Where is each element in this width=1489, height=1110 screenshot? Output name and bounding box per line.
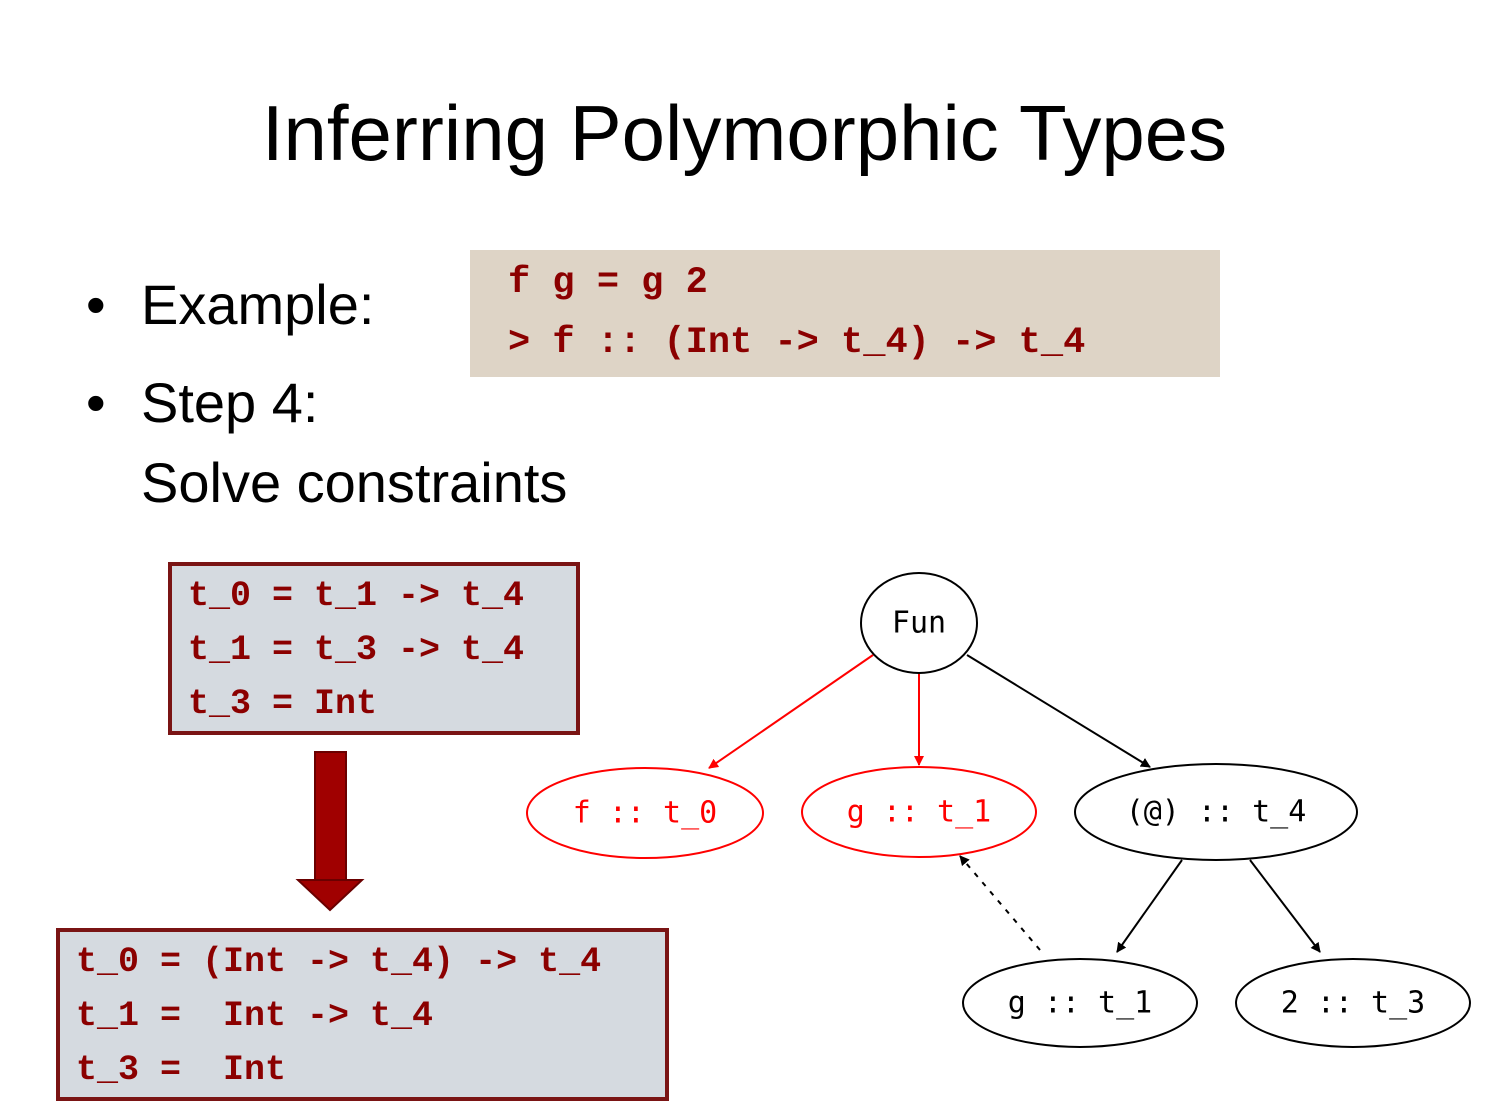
svg-text:f :: t_0: f :: t_0 xyxy=(573,796,718,831)
node-g: g :: t_1 xyxy=(801,766,1037,858)
edge-fun-f xyxy=(708,654,874,769)
node-app: (@) :: t_4 xyxy=(1074,763,1358,861)
edge-app-two xyxy=(1249,859,1321,953)
constraint-line: t_3 = Int xyxy=(76,1050,287,1090)
svg-text:Fun: Fun xyxy=(892,606,946,641)
svg-text:g :: t_1: g :: t_1 xyxy=(847,795,992,830)
bullet-label: Example: xyxy=(141,273,375,336)
constraint-line: t_1 = t_3 -> t_4 xyxy=(188,630,525,670)
bullet-example: •Example: xyxy=(86,273,375,336)
constraint-line: t_0 = (Int -> t_4) -> t_4 xyxy=(76,942,602,982)
node-f: f :: t_0 xyxy=(526,767,764,859)
constraint-line: t_1 = Int -> t_4 xyxy=(76,996,434,1036)
svg-text:(@) :: t_4: (@) :: t_4 xyxy=(1126,795,1307,830)
edge-g-binding-dashed xyxy=(959,855,1041,951)
example-code-box: f g = g 2 > f :: (Int -> t_4) -> t_4 xyxy=(470,250,1220,377)
constraint-line: t_3 = Int xyxy=(188,684,378,724)
constraints-before-box: t_0 = t_1 -> t_4 t_1 = t_3 -> t_4 t_3 = … xyxy=(168,562,580,735)
constraints-after-box: t_0 = (Int -> t_4) -> t_4 t_1 = Int -> t… xyxy=(56,928,669,1101)
constraint-line: t_0 = t_1 -> t_4 xyxy=(188,576,525,616)
svg-text:2 :: t_3: 2 :: t_3 xyxy=(1281,986,1426,1021)
node-fun: Fun xyxy=(860,572,978,674)
edge-fun-app xyxy=(966,654,1151,768)
svg-text:g :: t_1: g :: t_1 xyxy=(1008,986,1153,1021)
down-arrow-icon xyxy=(295,751,365,912)
node-g-arg: g :: t_1 xyxy=(962,958,1198,1048)
bullet-step4-subtext: Solve constraints xyxy=(141,451,568,514)
edge-app-g xyxy=(1116,859,1183,953)
code-line: > f :: (Int -> t_4) -> t_4 xyxy=(508,322,1086,364)
bullet-label: Step 4: xyxy=(141,371,319,434)
code-line: f g = g 2 xyxy=(508,262,708,304)
slide-title: Inferring Polymorphic Types xyxy=(261,89,1228,177)
bullet-step4: •Step 4: xyxy=(86,371,319,434)
node-two: 2 :: t_3 xyxy=(1235,958,1471,1048)
